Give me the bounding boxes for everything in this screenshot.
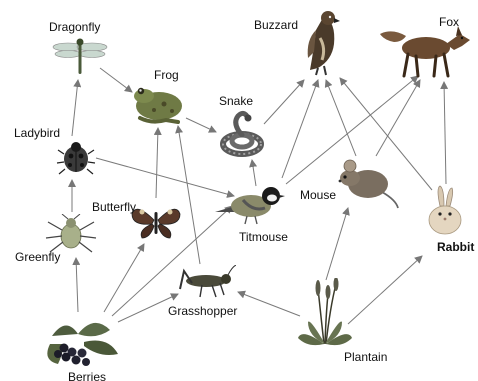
berries-icon [44, 316, 120, 372]
titmouse-label: Titmouse [239, 230, 288, 244]
fox-icon [376, 20, 474, 80]
grasshopper-label: Grasshopper [168, 304, 237, 318]
titmouse-icon [213, 182, 289, 226]
dragonfly-icon [52, 36, 108, 76]
snake-label: Snake [219, 94, 253, 108]
rabbit-icon [424, 184, 466, 236]
grasshopper-icon [178, 265, 236, 301]
mouse-icon [336, 156, 402, 210]
dragonfly-label: Dragonfly [49, 20, 100, 34]
arrow-berries-to-butterfly [104, 244, 144, 312]
butterfly-label: Butterfly [92, 200, 136, 214]
plantain-label: Plantain [344, 350, 387, 364]
arrow-plantain-to-rabbit [348, 256, 422, 324]
snake-icon [218, 108, 266, 158]
buzzard-icon [296, 8, 346, 76]
buzzard-label: Buzzard [254, 18, 298, 32]
berries-label: Berries [68, 370, 106, 381]
arrow-berries-to-greenfly [76, 258, 78, 312]
fox-label: Fox [439, 15, 459, 29]
arrow-grasshopper-to-frog [178, 126, 200, 264]
arrow-mouse-to-fox [376, 80, 420, 156]
arrow-butterfly-to-frog [156, 128, 158, 198]
arrow-ladybird-to-dragonfly [72, 80, 78, 136]
arrow-frog-to-snake [186, 118, 216, 132]
frog-icon [130, 80, 186, 126]
arrow-snake-to-buzzard [264, 80, 304, 124]
butterfly-icon [130, 200, 182, 242]
plantain-icon [296, 278, 354, 348]
mouse-label: Mouse [300, 188, 336, 202]
arrow-plantain-to-mouse [326, 208, 348, 280]
greenfly-icon [44, 214, 98, 254]
rabbit-label: Rabbit [437, 240, 474, 254]
frog-label: Frog [154, 68, 179, 82]
ladybird-icon [56, 138, 96, 176]
greenfly-label: Greenfly [15, 250, 60, 264]
arrow-plantain-to-grasshopper [238, 292, 300, 316]
ladybird-label: Ladybird [14, 126, 60, 140]
arrow-titmouse-to-buzzard [282, 80, 318, 178]
arrow-rabbit-to-fox [444, 82, 446, 184]
